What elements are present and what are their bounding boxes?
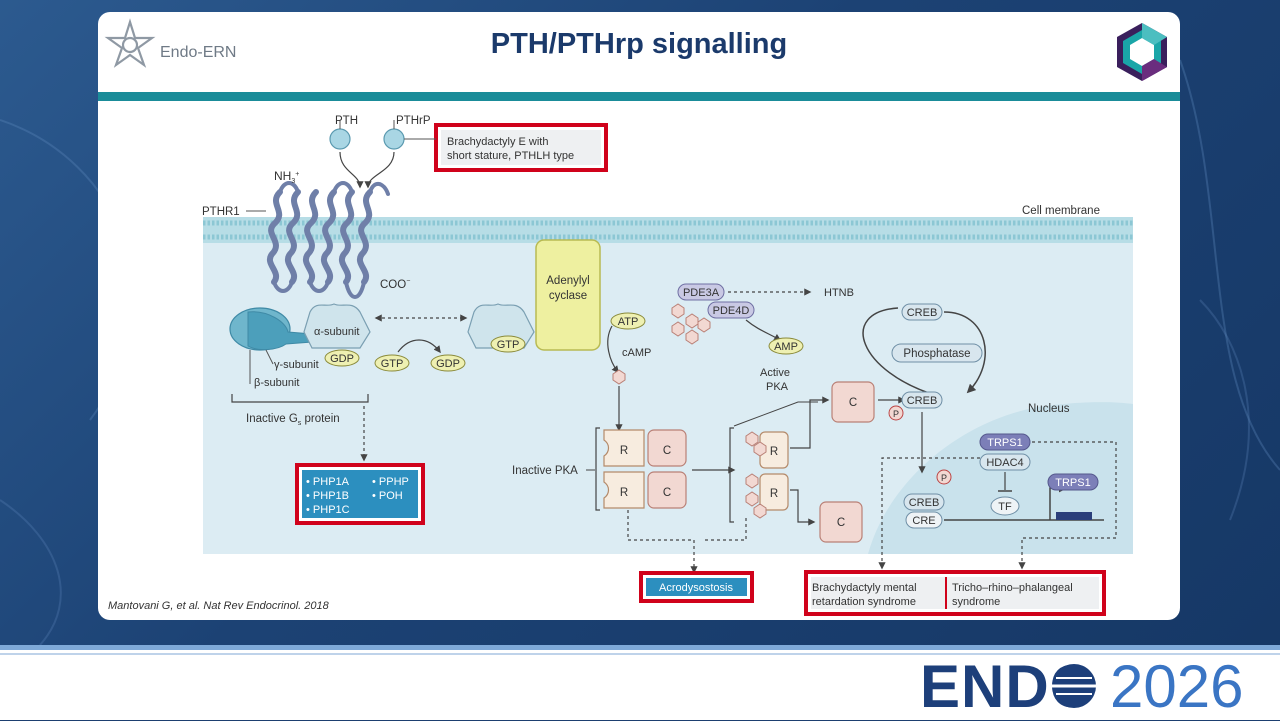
adenylyl-cyclase-label-2: cyclase bbox=[549, 290, 587, 302]
pka-c-1-label: C bbox=[663, 445, 671, 457]
active-c-subunit-1 bbox=[831, 381, 875, 423]
bdmr-line-1: Brachydactyly mental bbox=[812, 582, 917, 594]
pthrp-ligand bbox=[383, 128, 405, 150]
hdac4-badge bbox=[979, 453, 1031, 471]
coo-label: COO− bbox=[380, 278, 410, 291]
page-title: PTH/PTHrp signalling bbox=[490, 28, 788, 60]
pka-r-2-label: R bbox=[620, 487, 628, 499]
cell-membrane bbox=[203, 217, 1133, 243]
active-c-2-label: C bbox=[837, 517, 845, 529]
alpha-subunit-label: α-subunit bbox=[314, 326, 360, 338]
creb-3-label: CREB bbox=[909, 497, 940, 509]
brachydactyly-e-line-2: short stature, PTHLH type bbox=[447, 150, 574, 162]
bdmr-line-2: retardation syndrome bbox=[812, 596, 916, 608]
active-c-subunit-2 bbox=[819, 501, 863, 543]
camp-cluster bbox=[671, 303, 711, 345]
pde4d-label: PDE4D bbox=[713, 305, 750, 317]
year-text: 2026 bbox=[1110, 653, 1244, 720]
hexagon-logo-icon bbox=[1117, 23, 1167, 81]
cre-badge bbox=[905, 511, 943, 529]
endo-ern-logo-icon bbox=[104, 18, 156, 68]
php-1c-label: • PHP1C bbox=[306, 504, 350, 516]
pde4d-badge bbox=[707, 301, 755, 319]
brachydactyly-e-line-1: Brachydactyly E with bbox=[447, 136, 548, 148]
gs-protein bbox=[229, 303, 371, 351]
tf-label: TF bbox=[998, 501, 1012, 513]
org-label: Endo-ERN bbox=[160, 44, 237, 61]
active-c-1-label: C bbox=[849, 397, 857, 409]
pthr1-receptor bbox=[267, 181, 390, 299]
phosphatase-label: Phosphatase bbox=[903, 348, 970, 360]
atp-label: ATP bbox=[618, 316, 639, 328]
pka-c-2-label: C bbox=[663, 487, 671, 499]
gtp-bound-label: GTP bbox=[497, 339, 520, 351]
trps1-label: TRPS1 bbox=[987, 437, 1022, 449]
acrodysostosis-label: Acrodysostosis bbox=[659, 582, 733, 594]
pde3a-label: PDE3A bbox=[683, 287, 720, 299]
nucleus-label: Nucleus bbox=[1028, 403, 1070, 415]
adenylyl-cyclase bbox=[535, 239, 601, 351]
phospho-p-1 bbox=[888, 405, 904, 421]
gdp-label: GDP bbox=[330, 353, 354, 365]
pth-signalling-diagram: Cell membrane PTH PTHrP NH3+ PTHR1 COO− bbox=[202, 115, 1133, 616]
nh3-label: NH3+ bbox=[274, 169, 299, 185]
active-pka-r-subunits bbox=[745, 431, 789, 519]
pka-r-1-label: R bbox=[620, 445, 628, 457]
camp-label: cAMP bbox=[622, 347, 651, 359]
creb-badge-1 bbox=[901, 303, 943, 321]
p-1-label: P bbox=[893, 409, 899, 419]
inactive-pka bbox=[603, 429, 687, 509]
creb-badge-3 bbox=[903, 493, 945, 511]
trps1-gene bbox=[1056, 512, 1092, 520]
php-1a-label: • PHP1A bbox=[306, 476, 350, 488]
poh-label: • POH bbox=[372, 490, 403, 502]
pphp-label: • PPHP bbox=[372, 476, 409, 488]
p-2-label: P bbox=[941, 473, 947, 483]
pthr1-label: PTHR1 bbox=[202, 206, 240, 218]
citation: Mantovani G, et al. Nat Rev Endocrinol. … bbox=[108, 600, 329, 612]
creb-2-label: CREB bbox=[907, 395, 938, 407]
creb-1-label: CREB bbox=[907, 307, 938, 319]
pde3a-badge bbox=[677, 283, 725, 301]
header-divider bbox=[98, 92, 1180, 101]
active-pka-r-1-label: R bbox=[770, 446, 778, 458]
trps1-product-label: TRPS1 bbox=[1055, 477, 1090, 489]
hdac4-label: HDAC4 bbox=[986, 457, 1023, 469]
gamma-subunit-label: γ-subunit bbox=[274, 359, 319, 371]
tf-bead bbox=[990, 496, 1020, 516]
pth-label: PTH bbox=[335, 115, 358, 127]
php-1b-label: • PHP1B bbox=[306, 490, 349, 502]
trps-line-2: syndrome bbox=[952, 596, 1000, 608]
inactive-gs-label: Inactive Gs protein bbox=[246, 413, 340, 427]
phospho-p-2 bbox=[936, 469, 952, 485]
adenylyl-cyclase-label-1: Adenylyl bbox=[546, 275, 589, 287]
active-pka-label-2: PKA bbox=[766, 381, 789, 393]
camp-molecule bbox=[612, 369, 626, 385]
trps1-product-badge bbox=[1047, 473, 1099, 491]
pthrp-label: PTHrP bbox=[396, 115, 431, 127]
phosphatase-badge bbox=[891, 343, 983, 363]
slide: Endo-ERN PTH/PTHrp signalling Cell m bbox=[98, 12, 1180, 620]
pth-ligand bbox=[329, 128, 351, 150]
gdp-out-label: GDP bbox=[436, 358, 460, 370]
amp-label: AMP bbox=[774, 341, 798, 353]
creb-badge-2 bbox=[901, 391, 943, 409]
gtp-label: GTP bbox=[381, 358, 404, 370]
membrane-label: Cell membrane bbox=[1022, 205, 1100, 217]
gdp-bead bbox=[324, 349, 360, 367]
cre-label: CRE bbox=[912, 515, 935, 527]
active-pka-r-2-label: R bbox=[770, 488, 778, 500]
inactive-pka-label: Inactive PKA bbox=[512, 465, 578, 477]
htnb-label: HTNB bbox=[824, 287, 854, 299]
globe-icon bbox=[1052, 664, 1096, 708]
beta-subunit-label: β-subunit bbox=[254, 377, 299, 389]
trps-line-1: Tricho–rhino–phalangeal bbox=[952, 582, 1073, 594]
active-pka-label-1: Active bbox=[760, 367, 790, 379]
trps1-badge bbox=[979, 433, 1031, 451]
